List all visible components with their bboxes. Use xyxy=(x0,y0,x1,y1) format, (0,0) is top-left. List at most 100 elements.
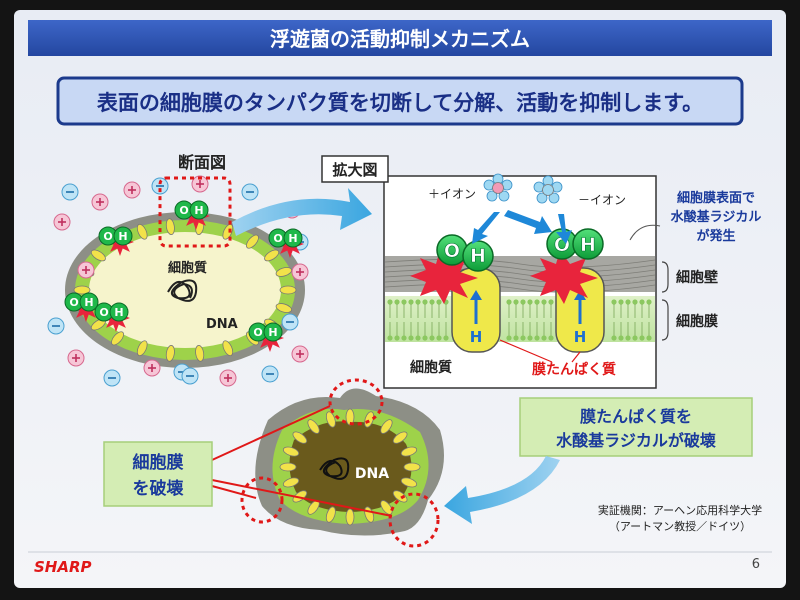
slide-title: 浮遊菌の活動抑制メカニズム xyxy=(270,27,530,51)
destroyed-cytoplasm xyxy=(289,421,412,512)
membrane-destroy-line1: 細胞膜 xyxy=(133,452,184,473)
membrane-protein xyxy=(136,223,148,240)
membrane-protein xyxy=(392,431,408,444)
membrane-protein xyxy=(400,446,418,457)
h-label-right: H xyxy=(574,328,587,346)
cross-section-cell: 細胞質 DNA xyxy=(65,212,305,368)
subtitle-box xyxy=(56,76,744,126)
svg-text:O: O xyxy=(103,230,112,243)
oh-radical-magnified-left: O H xyxy=(436,234,494,272)
membrane-protein xyxy=(282,477,300,488)
cell-membrane-band xyxy=(385,296,655,342)
membrane-protein xyxy=(279,462,297,472)
destroyed-dna-label: DNA xyxy=(355,466,389,482)
membrane-protein xyxy=(165,218,175,235)
destroyed-cell: DNA xyxy=(255,388,444,536)
highlight-area xyxy=(158,176,232,248)
svg-text:H: H xyxy=(288,232,297,245)
destroyed-dna-icon xyxy=(319,457,350,480)
protein-destroy-line2: 水酸基ラジカルが破壊 xyxy=(556,431,717,450)
membrane-protein xyxy=(275,303,292,313)
membrane-protein xyxy=(264,249,280,262)
burst-right xyxy=(530,250,598,304)
radical-note-line1: 細胞膜表面で xyxy=(677,190,755,206)
svg-text:H: H xyxy=(470,245,486,267)
protein-pointer-left xyxy=(499,339,553,363)
radical-note-pointer xyxy=(629,224,661,241)
membrane-protein xyxy=(282,446,300,457)
membrane-protein xyxy=(275,267,292,277)
membrane-destroy-line2: を破壊 xyxy=(133,478,185,499)
minus-ion-label: －イオン xyxy=(578,193,626,207)
membrane-protein xyxy=(165,345,175,362)
cross-section-label: 断面図 xyxy=(178,153,226,172)
magnified-label-box xyxy=(321,155,389,183)
svg-text:H: H xyxy=(268,326,277,339)
magnified-cytoplasm-label: 細胞質 xyxy=(410,359,452,376)
subtitle-text: 表面の細胞膜のタンパク質を切断して分解、活動を抑制します。 xyxy=(97,91,703,115)
svg-text:H: H xyxy=(84,296,93,309)
cytoplasm-area xyxy=(89,232,281,348)
wall-bracket xyxy=(661,261,669,293)
membrane-protein xyxy=(292,431,308,444)
membrane-protein xyxy=(345,508,355,526)
membrane-protein xyxy=(246,234,259,249)
membrane-protein xyxy=(400,477,418,488)
membrane-protein xyxy=(403,462,421,472)
cell-wall-label: 細胞壁 xyxy=(676,269,718,286)
protein-destroy-line1: 膜たんぱく質を xyxy=(580,407,692,426)
protein-destroy-box xyxy=(519,397,753,457)
svg-text:H: H xyxy=(580,234,596,256)
damage-circle-right xyxy=(388,492,440,548)
dna-label: DNA xyxy=(206,317,238,332)
plus-ion-cluster-icon xyxy=(483,173,513,202)
svg-text:O: O xyxy=(273,232,282,245)
pointer-lines xyxy=(211,405,393,517)
membrane-protein xyxy=(307,419,320,434)
destroyed-membrane-proteins xyxy=(279,408,421,526)
radical-note-line3: が発生 xyxy=(696,228,735,244)
source-line2: （アートマン教授／ドイツ） xyxy=(609,519,751,533)
membrane-protein xyxy=(325,411,336,428)
source-line1: 実証機関：アーヘン応用科学大学 xyxy=(598,503,762,517)
membrane-bracket xyxy=(661,299,669,341)
brand-logo: SHARP xyxy=(34,558,92,576)
membrane-protein xyxy=(325,506,336,523)
ions-around-cell xyxy=(47,175,309,387)
membrane-protein xyxy=(279,285,297,295)
membrane-protein xyxy=(73,285,91,295)
svg-text:O: O xyxy=(253,326,262,339)
membrane-protein xyxy=(380,419,393,434)
membrane-protein xyxy=(136,340,148,357)
svg-text:H: H xyxy=(194,204,203,217)
ion-arrows xyxy=(472,210,572,244)
page-number: 6 xyxy=(752,557,760,572)
burst-left xyxy=(410,250,478,304)
h-label-left: H xyxy=(470,328,483,346)
cell-membrane-label: 細胞膜 xyxy=(676,313,718,330)
dna-strand-icon xyxy=(167,279,198,302)
minus-ion-cluster-icon xyxy=(533,175,563,204)
membrane-protein xyxy=(292,490,308,503)
membrane-protein-label: 膜たんぱく質 xyxy=(532,361,616,378)
lipid-bilayer xyxy=(387,299,652,341)
svg-text:O: O xyxy=(179,204,188,217)
membrane-protein xyxy=(345,408,355,426)
membrane-destroy-box xyxy=(103,441,213,507)
membrane-protein xyxy=(222,340,234,357)
cytoplasm-label: 細胞質 xyxy=(168,260,207,276)
svg-text:H: H xyxy=(114,306,123,319)
svg-text:O: O xyxy=(69,296,78,309)
oh-radical-magnified-right: O H xyxy=(546,228,604,260)
membrane-protein xyxy=(111,331,124,346)
svg-text:O: O xyxy=(444,240,460,262)
h-arrowhead-left xyxy=(470,290,482,300)
arrow-to-result xyxy=(444,456,560,524)
damage-circle-top xyxy=(328,378,384,426)
damage-circle-left xyxy=(240,476,284,524)
title-bar xyxy=(28,20,772,56)
arrow-to-magnified xyxy=(232,188,372,236)
plus-ion-label: ＋イオン xyxy=(428,187,476,201)
